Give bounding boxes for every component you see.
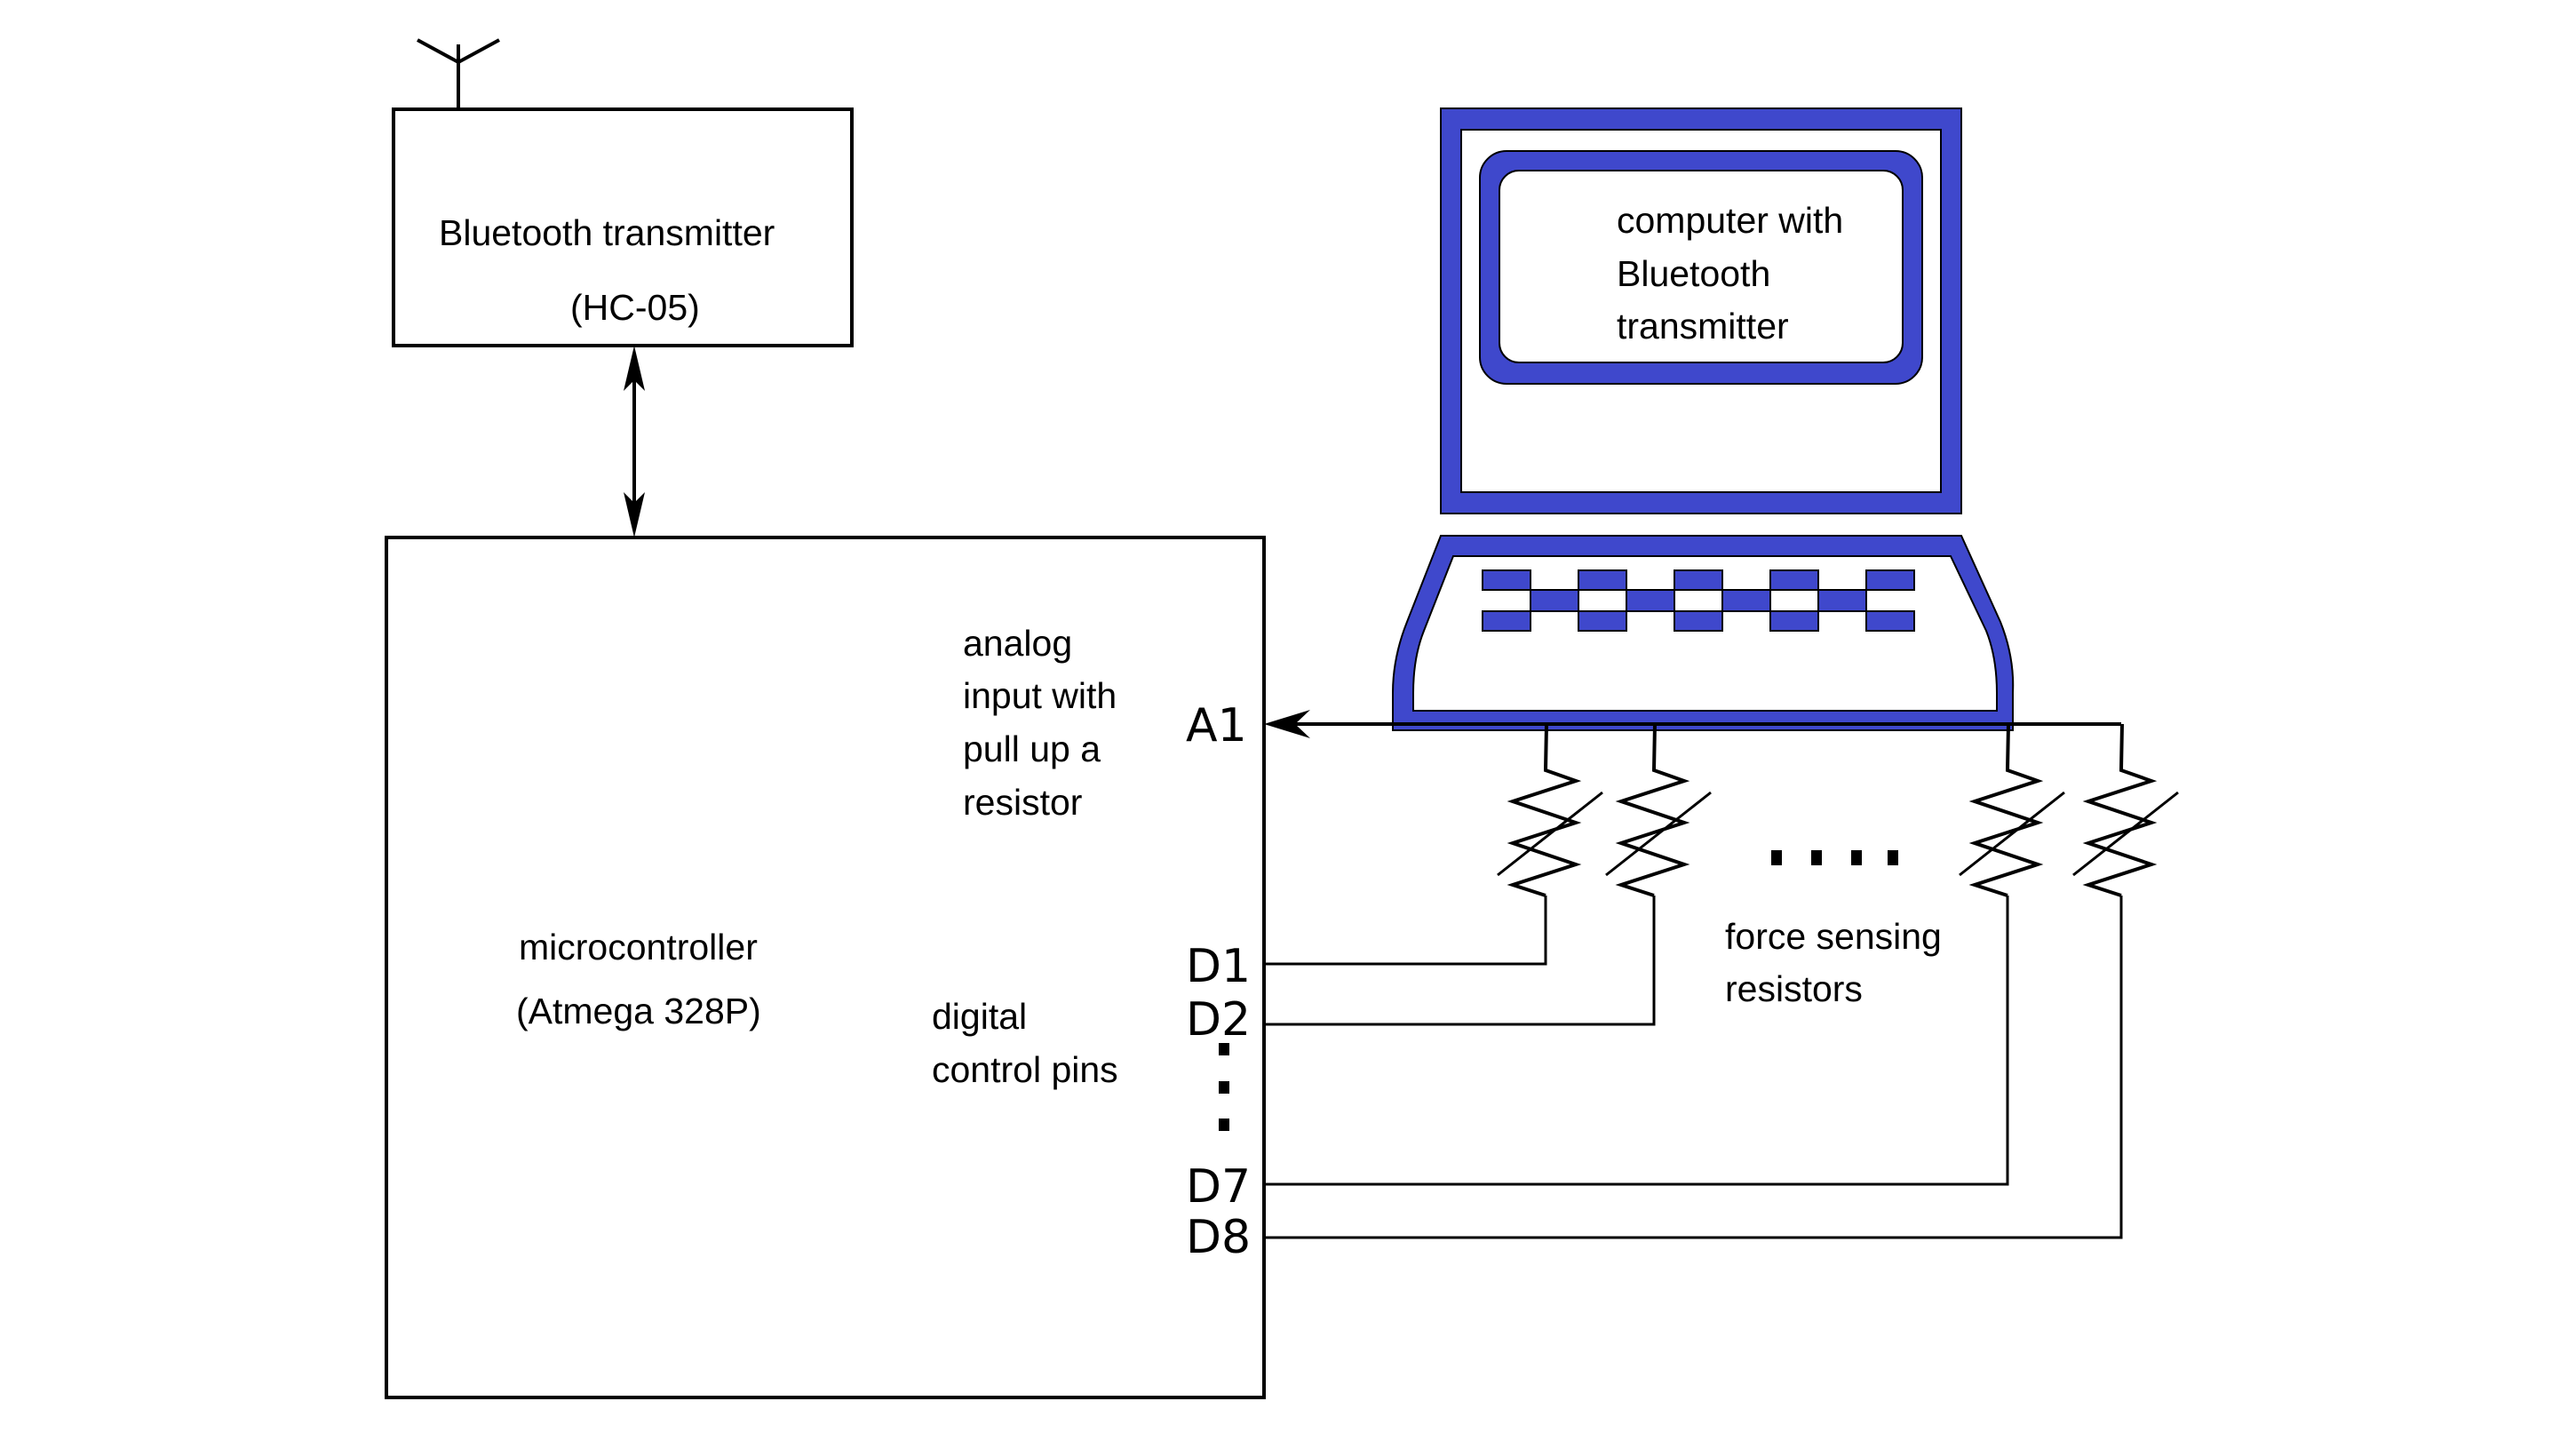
pin-d7-label: D7 — [1186, 1160, 1251, 1214]
analog-note-line-1: analog — [963, 623, 1072, 664]
bluetooth-module: Bluetooth transmitter (HC-05) — [392, 38, 854, 347]
sensors-label-line-2: resistors — [1725, 968, 1863, 1009]
pin-d2-label: D2 — [1186, 993, 1251, 1047]
wire-d1 — [1264, 896, 1547, 966]
variable-resistor-icon — [1497, 723, 1603, 897]
computer-label-line-2: Bluetooth — [1617, 253, 1770, 294]
variable-resistor-icon — [2072, 723, 2179, 897]
analog-note-line-4: resistor — [963, 782, 1082, 823]
wire-d7 — [1264, 896, 2009, 1186]
microcontroller-model: (Atmega 328P) — [516, 991, 761, 1031]
computer-label-line-3: transmitter — [1617, 306, 1789, 346]
bluetooth-box — [392, 107, 854, 347]
analog-note-line-3: pull up a — [963, 728, 1101, 769]
computer-label-line-1: computer with — [1617, 200, 1843, 241]
horizontal-ellipsis-icon — [1771, 850, 1898, 865]
variable-resistor-icon — [1605, 723, 1712, 897]
keyboard-keys — [1482, 569, 1915, 632]
vertical-ellipsis-icon — [1219, 1043, 1229, 1131]
sensors-label-line-1: force sensing — [1725, 916, 1942, 957]
pin-a1-label: A1 — [1186, 699, 1247, 752]
microcontroller-box — [385, 536, 1266, 1399]
digital-note-line-1: digital — [932, 996, 1027, 1037]
digital-note-line-2: control pins — [932, 1049, 1118, 1090]
bluetooth-model: (HC-05) — [570, 287, 700, 328]
pin-d8-label: D8 — [1186, 1211, 1251, 1264]
force-sensing-resistors — [1497, 723, 2179, 897]
variable-resistor-icon — [1959, 723, 2065, 897]
microcontroller-title: microcontroller — [519, 927, 758, 967]
laptop-icon: computer with Bluetooth transmitter — [1392, 107, 2015, 731]
bluetooth-title: Bluetooth transmitter — [439, 212, 775, 253]
digital-wires — [1264, 896, 2123, 1239]
pin-d1-label: D1 — [1186, 940, 1251, 993]
bidirectional-arrow — [624, 346, 645, 537]
analog-note-line-2: input with — [963, 675, 1117, 716]
arrow-head-icon — [1264, 710, 1310, 738]
wire-d8 — [1264, 896, 2123, 1239]
antenna-prongs — [417, 38, 500, 65]
analog-bus — [1264, 710, 2121, 738]
wire-d2 — [1264, 896, 1656, 1026]
microcontroller-block: microcontroller (Atmega 328P) analog inp… — [385, 536, 1266, 1399]
